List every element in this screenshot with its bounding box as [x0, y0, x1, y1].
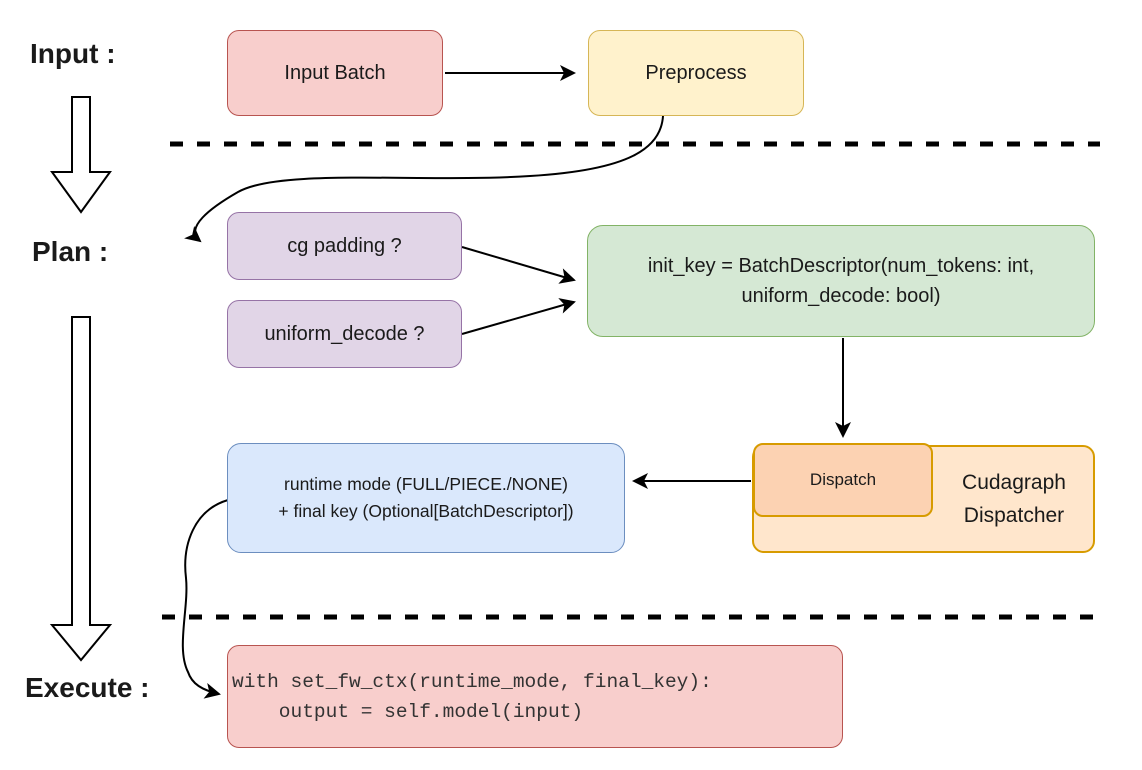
plan-section-label: Plan : [32, 236, 109, 267]
plan-to-execute-flow-arrow [49, 316, 113, 662]
cg-padding-label: cg padding ? [287, 235, 402, 257]
runtime-mode-line2: + final key (Optional[BatchDescriptor]) [278, 501, 574, 521]
arrow-cg-padding-to-init-key [461, 246, 576, 284]
init-key-line1: init_key = BatchDescriptor(num_tokens: i… [647, 255, 1035, 277]
init-key-line2: uniform_decode: bool) [741, 285, 941, 307]
preprocess-node: Preprocess [588, 30, 804, 116]
uniform-decode-node: uniform_decode ? [227, 300, 462, 368]
cg-padding-node: cg padding ? [227, 212, 462, 280]
input-batch-label: Input Batch [284, 62, 386, 84]
arrow-runtime-mode-to-execute-code [181, 499, 229, 699]
runtime-mode-node: runtime mode (FULL/PIECE./NONE) + final … [227, 443, 625, 553]
uniform-decode-label: uniform_decode ? [264, 323, 425, 345]
cudagraph-dispatcher-label: Cudagraph Dispatcher [962, 471, 1066, 527]
execute-code-line2: output = self.model(input) [232, 700, 584, 723]
dispatch-label: Dispatch [809, 470, 877, 489]
execute-code-node: with set_fw_ctx(runtime_mode, final_key)… [227, 645, 843, 748]
init-key-node: init_key = BatchDescriptor(num_tokens: i… [587, 225, 1095, 337]
arrow-uniform-decode-to-init-key [461, 298, 576, 335]
input-to-plan-flow-arrow [50, 96, 112, 214]
preprocess-label: Preprocess [645, 62, 747, 84]
execute-section-label: Execute : [25, 672, 150, 703]
arrow-preprocess-to-cg-padding [184, 115, 664, 243]
runtime-mode-line1: runtime mode (FULL/PIECE./NONE) [284, 474, 568, 494]
execute-code-line1: with set_fw_ctx(runtime_mode, final_key)… [232, 670, 712, 693]
input-batch-node: Input Batch [227, 30, 443, 116]
input-section-label: Input : [30, 38, 116, 69]
dispatch-node: Dispatch [753, 443, 933, 517]
